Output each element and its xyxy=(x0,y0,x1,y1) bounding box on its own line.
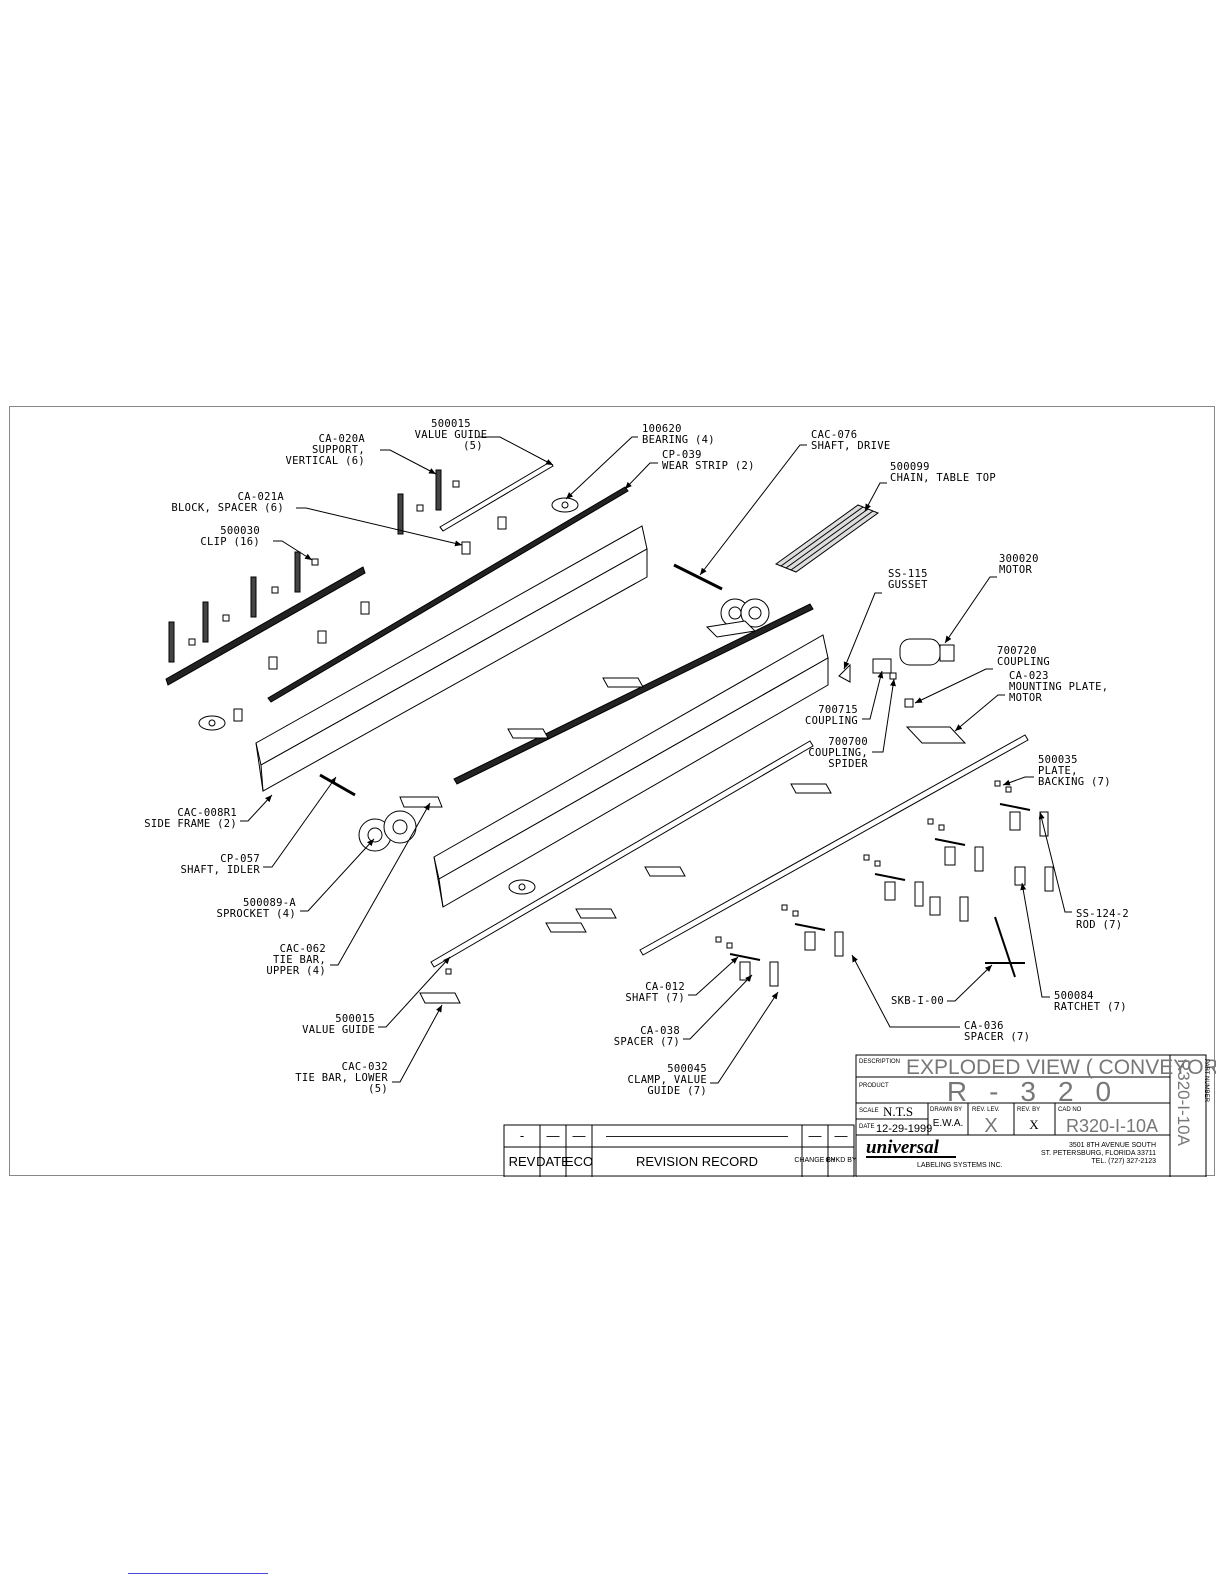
cad-no-value: R320-I-10A xyxy=(1066,1116,1158,1136)
date-label: DATE xyxy=(859,1124,875,1130)
company-logo: universal xyxy=(866,1137,956,1158)
svg-text:universal: universal xyxy=(866,1137,940,1158)
col-date: DATE xyxy=(536,1154,570,1169)
coupling-700720 xyxy=(904,698,914,708)
record-mark: —————————————— xyxy=(606,1128,788,1143)
rev-mark: - xyxy=(520,1128,524,1143)
side-frame-front xyxy=(433,634,829,908)
value-guide-right xyxy=(639,734,1029,956)
col-change-by: CHANGE BY xyxy=(794,1157,836,1164)
callout-skb: SKB-I-00 xyxy=(891,995,944,1007)
chkd-mark: — xyxy=(835,1128,848,1143)
sprockets-idler xyxy=(358,810,417,852)
motor xyxy=(899,638,955,666)
bearing-top xyxy=(551,497,579,513)
value-guide-top xyxy=(439,461,554,532)
shaft-idler xyxy=(319,773,356,797)
part-number-value: R320-I-10A xyxy=(1174,1059,1193,1147)
clamp-assemblies xyxy=(729,803,1054,987)
address-line1: 3501 8TH AVENUE SOUTH xyxy=(1069,1142,1156,1149)
wear-strip-lower xyxy=(453,603,814,785)
vertical-supports xyxy=(168,469,442,663)
small-spacers xyxy=(445,780,1012,975)
rev-by-value: X xyxy=(1029,1117,1039,1132)
eco-mark: — xyxy=(573,1128,586,1143)
wear-strip-upper xyxy=(267,486,629,703)
tie-bar-plates xyxy=(399,677,832,1004)
guide-rail-left xyxy=(165,566,366,686)
col-revision-record: REVISION RECORD xyxy=(636,1154,758,1169)
table-top-chain xyxy=(774,504,880,573)
product-value: R-320 xyxy=(947,1076,1133,1107)
scale-label: SCALE xyxy=(859,1108,879,1114)
col-eco: ECO xyxy=(565,1154,593,1169)
phone: TEL. (727) 327-2123 xyxy=(1091,1158,1156,1165)
description-value: EXPLODED VIEW ( CONVEYOR ) xyxy=(906,1056,1216,1079)
shaft-drive xyxy=(673,563,723,591)
col-chkd-by: CHKD BY xyxy=(825,1157,856,1164)
date-value: 12-29-1999 xyxy=(876,1123,932,1135)
title-block: DESCRIPTION EXPLODED VIEW ( CONVEYOR ) P… xyxy=(855,1054,1225,1178)
coupling-700715 xyxy=(872,658,892,674)
rev-by-label: REV. BY xyxy=(1017,1107,1040,1113)
value-guide-long xyxy=(430,740,814,968)
col-rev: REV xyxy=(509,1154,536,1169)
footer-link-underline[interactable] xyxy=(128,1573,268,1574)
bearing-left xyxy=(198,715,226,731)
drawn-by-value: E.W.A. xyxy=(933,1118,964,1129)
drawn-by-label: DRAWN BY xyxy=(930,1107,962,1113)
address-line2: ST. PETERSBURG, FLORIDA 33711 xyxy=(1041,1150,1156,1157)
rev-lev-label: REV. LEV. xyxy=(972,1107,1000,1113)
scale-value: N.T.S xyxy=(883,1104,913,1119)
cad-no-label: CAD NO xyxy=(1058,1107,1082,1113)
revision-block: - — — —————————————— — — REV DATE ECO RE… xyxy=(503,1124,857,1178)
company-name: LABELING SYSTEMS INC. xyxy=(917,1162,1003,1169)
bearing-bottom xyxy=(508,879,536,895)
gusset xyxy=(838,663,851,683)
rev-lev-value: X xyxy=(984,1115,997,1137)
motor-mounting-plate xyxy=(905,726,967,744)
date-mark: — xyxy=(547,1128,560,1143)
description-label: DESCRIPTION xyxy=(859,1059,900,1065)
part-number-label: PART NUMBER xyxy=(1203,1059,1209,1103)
product-label: PRODUCT xyxy=(859,1083,889,1089)
change-mark: — xyxy=(809,1128,822,1143)
clips-and-blocks xyxy=(188,480,507,722)
side-frame-back xyxy=(255,525,648,792)
coupling-spider xyxy=(889,672,897,680)
ratchet-handle xyxy=(985,916,1025,978)
